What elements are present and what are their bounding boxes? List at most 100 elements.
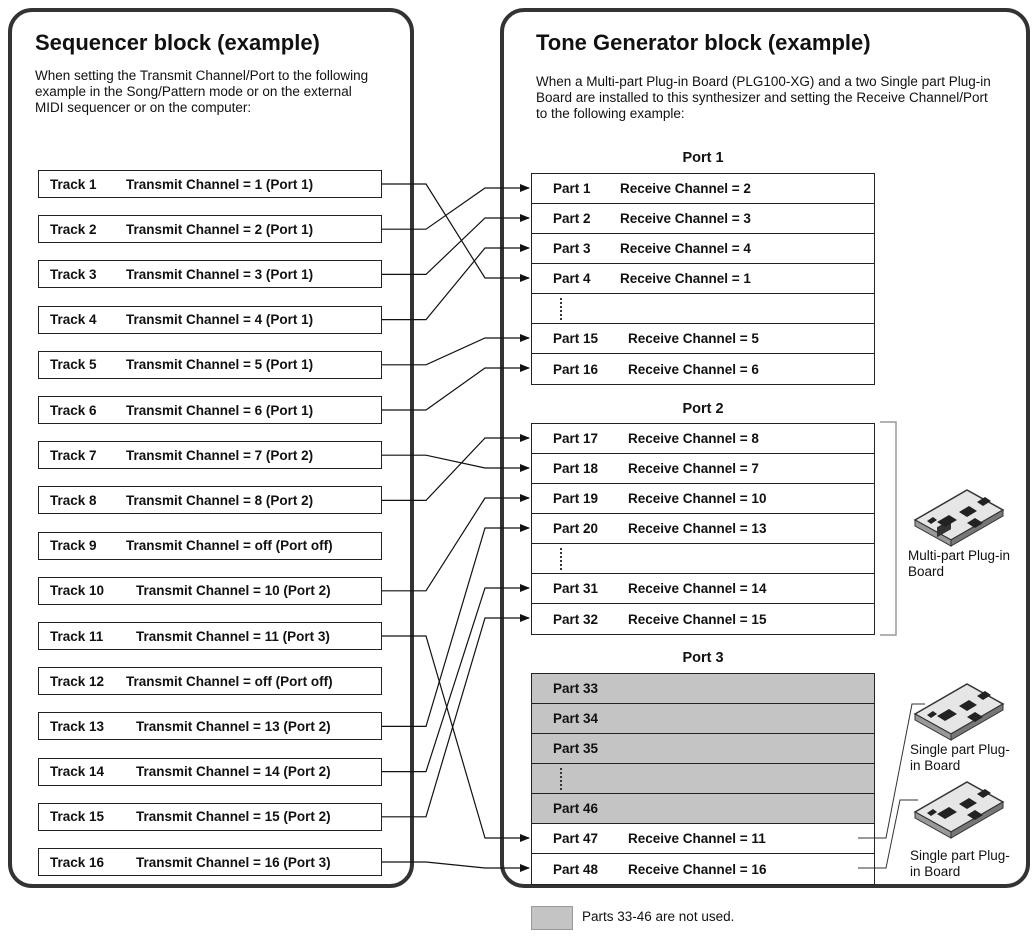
part-receive-channel: Receive Channel = 5 bbox=[628, 331, 759, 346]
part-receive-channel: Receive Channel = 7 bbox=[628, 461, 759, 476]
track-box: Track 6 Transmit Channel = 6 (Port 1) bbox=[38, 396, 382, 424]
connection-line bbox=[382, 584, 530, 773]
part-name: Part 33 bbox=[553, 681, 599, 696]
single-part-board-icon-1 bbox=[913, 683, 1005, 741]
part-receive-channel: Receive Channel = 10 bbox=[628, 491, 767, 506]
part-receive-channel: Receive Channel = 13 bbox=[628, 521, 767, 536]
part-48-board-leader bbox=[858, 799, 918, 869]
track-name: Track 8 bbox=[50, 492, 97, 508]
part-receive-channel: Receive Channel = 15 bbox=[628, 611, 767, 627]
part-row: Part 47 Receive Channel = 11 bbox=[532, 824, 874, 854]
part-receive-channel: Receive Channel = 1 bbox=[620, 271, 751, 286]
port-1-label: Port 1 bbox=[682, 150, 724, 166]
track-box: Track 7 Transmit Channel = 7 (Port 2) bbox=[38, 441, 382, 470]
track-transmit-setting: Transmit Channel = 16 (Port 3) bbox=[136, 854, 331, 870]
part-name: Part 4 bbox=[553, 271, 591, 286]
part-name: Part 34 bbox=[553, 711, 599, 726]
track-name: Track 12 bbox=[50, 673, 105, 689]
part-receive-channel: Receive Channel = 6 bbox=[628, 361, 759, 377]
track-box: Track 5 Transmit Channel = 5 (Port 1) bbox=[38, 350, 382, 379]
part-name: Part 19 bbox=[553, 491, 599, 506]
connection-line bbox=[382, 334, 530, 366]
track-transmit-setting: Transmit Channel = 13 (Port 2) bbox=[136, 718, 331, 734]
track-box: Track 2 Transmit Channel = 2 (Port 1) bbox=[38, 215, 382, 244]
port-3-label: Port 3 bbox=[682, 650, 724, 666]
part-row: Part 15 Receive Channel = 5 bbox=[532, 324, 874, 354]
track-transmit-setting: Transmit Channel = 1 (Port 1) bbox=[126, 176, 314, 192]
track-transmit-setting: Transmit Channel = off (Port off) bbox=[126, 538, 333, 554]
track-box: Track 4 Transmit Channel = 4 (Port 1) bbox=[38, 305, 382, 334]
part-name: Part 31 bbox=[553, 581, 599, 596]
part-row: Part 20 Receive Channel = 13 bbox=[532, 514, 874, 544]
part-row: Part 4 Receive Channel = 1 bbox=[532, 264, 874, 294]
track-name: Track 16 bbox=[50, 854, 105, 870]
part-receive-channel: Receive Channel = 11 bbox=[628, 831, 766, 846]
connection-line bbox=[382, 183, 530, 282]
track-transmit-setting: Transmit Channel = 2 (Port 1) bbox=[126, 221, 314, 237]
track-transmit-setting: Transmit Channel = 6 (Port 1) bbox=[126, 402, 314, 418]
part-row: Part 46 bbox=[532, 794, 874, 824]
part-row: Part 31 Receive Channel = 14 bbox=[532, 574, 874, 604]
part-row: Part 19 Receive Channel = 10 bbox=[532, 484, 874, 514]
part-receive-channel: Receive Channel = 4 bbox=[620, 241, 751, 256]
track-transmit-setting: Transmit Channel = 14 (Port 2) bbox=[136, 764, 331, 780]
track-name: Track 3 bbox=[50, 266, 97, 282]
port-2-label: Port 2 bbox=[682, 401, 724, 417]
track-name: Track 5 bbox=[50, 357, 97, 373]
part-receive-channel: Receive Channel = 14 bbox=[628, 581, 767, 596]
track-name: Track 4 bbox=[50, 312, 97, 328]
port-3-parts-table: Part 33 Part 34 Part 35 Part 46 Part 47 Recei… bbox=[531, 673, 875, 885]
single-part-board-label-1: Single part Plug-in Board bbox=[910, 742, 1010, 773]
track-box: Track 15 Transmit Channel = 15 (Port 2) bbox=[38, 802, 382, 831]
track-transmit-setting: Transmit Channel = 10 (Port 2) bbox=[136, 583, 331, 599]
track-name: Track 2 bbox=[50, 221, 97, 237]
connection-line bbox=[382, 214, 530, 275]
tone-generator-description: When a Multi-part Plug-in Board (PLG100-… bbox=[536, 74, 991, 121]
ellipsis-dots bbox=[560, 298, 562, 320]
part-row: Part 35 bbox=[532, 734, 874, 764]
part-receive-channel: Receive Channel = 3 bbox=[620, 211, 751, 226]
track-transmit-setting: Transmit Channel = 5 (Port 1) bbox=[126, 357, 314, 373]
part-name: Part 2 bbox=[553, 211, 591, 226]
track-name: Track 7 bbox=[50, 447, 97, 463]
track-transmit-setting: Transmit Channel = 7 (Port 2) bbox=[126, 447, 314, 463]
track-name: Track 6 bbox=[50, 402, 97, 418]
part-row: Part 33 bbox=[532, 674, 874, 704]
sequencer-title: Sequencer block (example) bbox=[35, 30, 320, 55]
track-name: Track 13 bbox=[50, 718, 105, 734]
part-name: Part 3 bbox=[553, 241, 591, 256]
track-name: Track 15 bbox=[50, 809, 105, 825]
track-box: Track 3 Transmit Channel = 3 (Port 1) bbox=[38, 260, 382, 289]
unused-legend-swatch bbox=[531, 906, 573, 930]
multi-part-board-label: Multi-part Plug-in Board bbox=[908, 548, 1011, 579]
part-name: Part 46 bbox=[553, 801, 599, 816]
part-name: Part 15 bbox=[553, 331, 599, 346]
ellipsis-dots bbox=[560, 548, 562, 570]
part-name: Part 1 bbox=[553, 181, 591, 196]
track-name: Track 11 bbox=[50, 628, 104, 644]
part-name: Part 17 bbox=[553, 431, 599, 446]
part-row-ellipsis bbox=[532, 294, 874, 324]
single-part-board-label-2: Single part Plug-in Board bbox=[910, 848, 1010, 879]
track-transmit-setting: Transmit Channel = 4 (Port 1) bbox=[126, 312, 314, 328]
part-name: Part 20 bbox=[553, 521, 599, 536]
connection-line bbox=[382, 494, 530, 592]
track-transmit-setting: Transmit Channel = 3 (Port 1) bbox=[126, 266, 314, 282]
track-box: Track 13 Transmit Channel = 13 (Port 2) bbox=[38, 712, 382, 741]
connection-line bbox=[382, 244, 530, 321]
track-transmit-setting: Transmit Channel = 15 (Port 2) bbox=[136, 809, 331, 825]
part-name: Part 47 bbox=[553, 831, 599, 846]
